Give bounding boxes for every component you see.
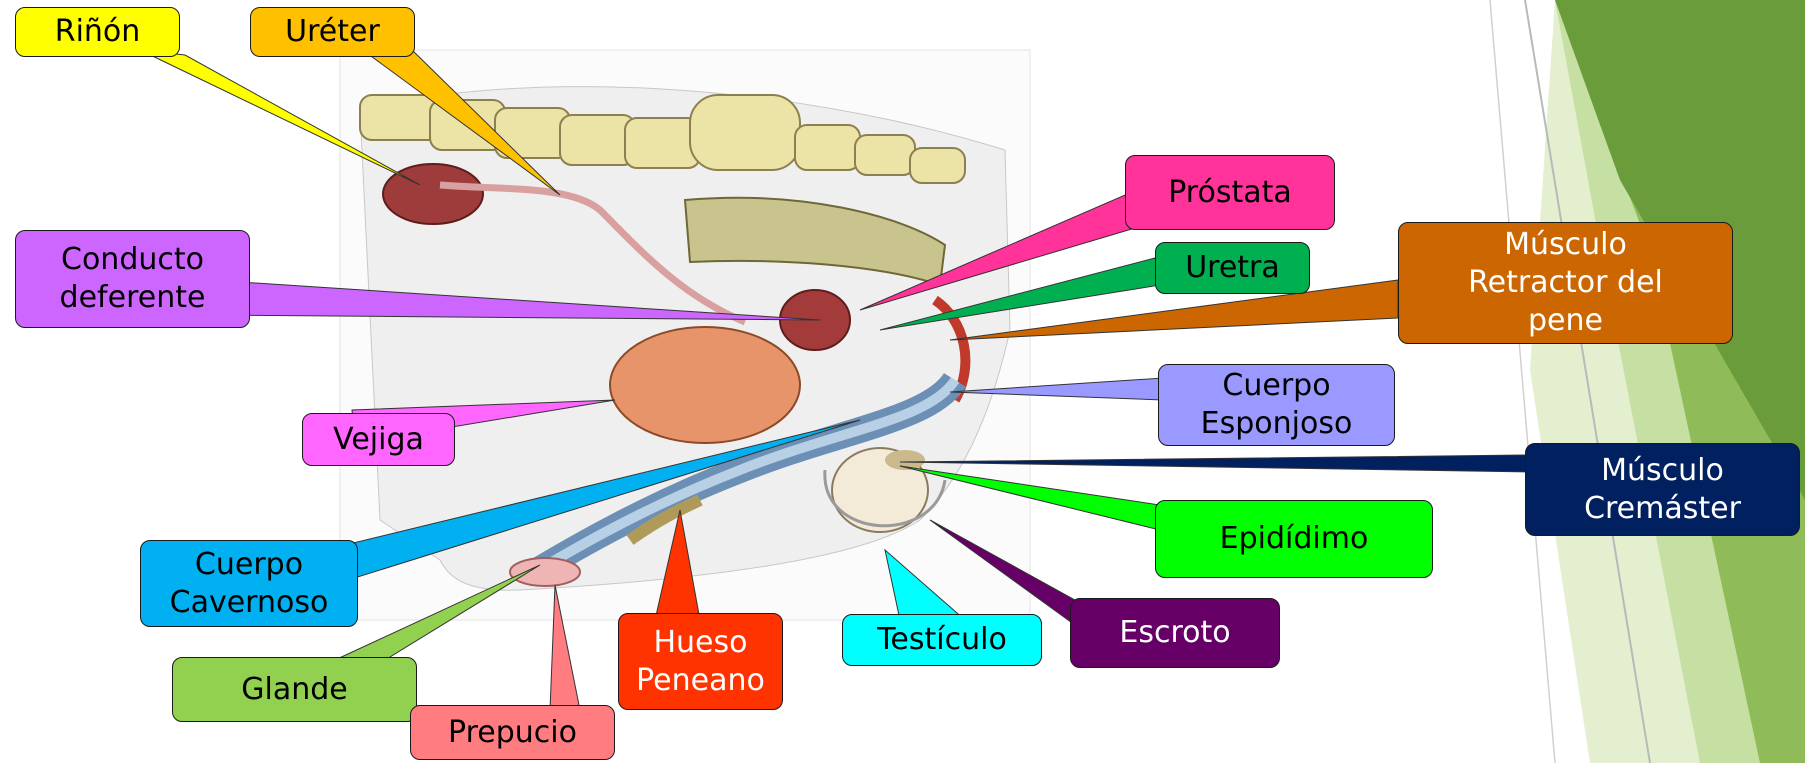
label-prepucio: Prepucio: [410, 705, 615, 760]
label-conducto-deferente: Conducto deferente: [15, 230, 250, 328]
background-decoration: [1490, 0, 1805, 763]
label-hueso-peneano: Hueso Peneano: [618, 613, 783, 710]
label-ureter: Uréter: [250, 7, 415, 57]
label-testiculo: Testículo: [842, 614, 1042, 666]
label-musculo-retractor: Músculo Retractor del pene: [1398, 222, 1733, 344]
label-epididimo: Epidídimo: [1155, 500, 1433, 578]
label-uretra: Uretra: [1155, 242, 1310, 294]
label-cuerpo-cavernoso: Cuerpo Cavernoso: [140, 540, 358, 627]
label-prostata: Próstata: [1125, 155, 1335, 230]
label-rinon: Riñón: [15, 7, 180, 57]
label-vejiga: Vejiga: [302, 413, 455, 466]
label-escroto: Escroto: [1070, 598, 1280, 668]
label-musculo-cremaster: Músculo Cremáster: [1525, 443, 1800, 536]
label-glande: Glande: [172, 657, 417, 722]
label-cuerpo-esponjoso: Cuerpo Esponjoso: [1158, 364, 1395, 446]
